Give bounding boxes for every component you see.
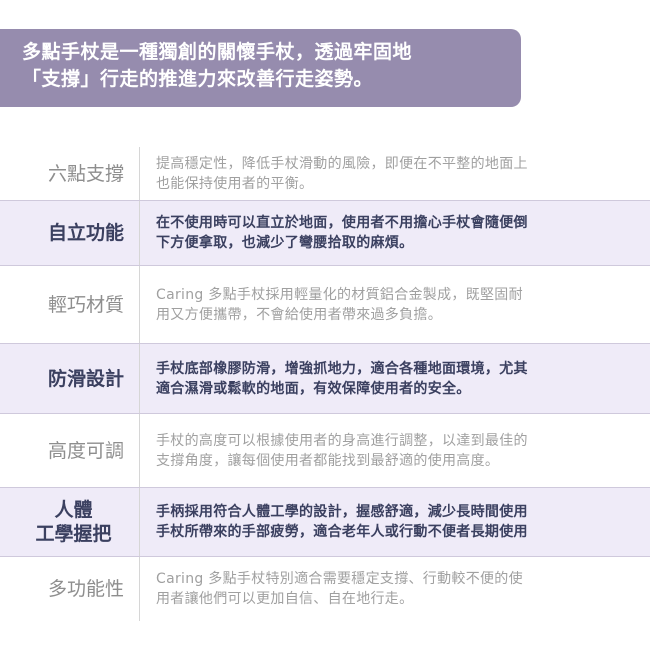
feature-label: 多功能性 bbox=[0, 557, 140, 621]
feature-row-ergonomic-grip: 人體 工學握把 手柄採用符合人體工學的設計，握感舒適，減少長時間使用 手杖所帶來… bbox=[0, 487, 650, 557]
feature-row-lightweight-material: 輕巧材質 Caring 多點手杖採用輕量化的材質鋁合金製成，既堅固耐 用又方便攜… bbox=[0, 266, 650, 343]
feature-description: 手杖的高度可以根據使用者的身高進行調整，以達到最佳的 支撐角度，讓每個使用者都能… bbox=[156, 432, 528, 469]
feature-label: 人體 工學握把 bbox=[0, 488, 140, 556]
feature-row-six-point-support: 六點支撐 提高穩定性，降低手杖滑動的風險，即便在不平整的地面上 也能保持使用者的… bbox=[0, 147, 650, 200]
feature-description: 提高穩定性，降低手杖滑動的風險，即便在不平整的地面上 也能保持使用者的平衡。 bbox=[156, 155, 528, 192]
intro-banner: 多點手杖是一種獨創的關懷手杖，透過牢固地 「支撐」行走的推進力來改善行走姿勢。 bbox=[0, 29, 521, 107]
feature-label: 高度可調 bbox=[0, 414, 140, 487]
feature-label: 自立功能 bbox=[0, 201, 140, 265]
feature-row-self-standing: 自立功能 在不使用時可以直立於地面，使用者不用擔心手杖會隨便倒 下方便拿取，也減… bbox=[0, 200, 650, 266]
feature-label: 防滑設計 bbox=[0, 344, 140, 413]
banner-line-2: 「支撐」行走的推進力來改善行走姿勢。 bbox=[22, 68, 374, 90]
feature-description: Caring 多點手杖特別適合需要穩定支撐、行動較不便的使 用者讓他們可以更加自… bbox=[156, 571, 523, 607]
feature-description: 在不使用時可以直立於地面，使用者不用擔心手杖會隨便倒 下方便拿取，也減少了彎腰拾… bbox=[156, 215, 528, 251]
feature-label: 六點支撐 bbox=[0, 147, 140, 200]
banner-line-1: 多點手杖是一種獨創的關懷手杖，透過牢固地 bbox=[22, 41, 413, 63]
feature-description: 手柄採用符合人體工學的設計，握感舒適，減少長時間使用 手杖所帶來的手部疲勞，適合… bbox=[156, 504, 528, 540]
feature-row-adjustable-height: 高度可調 手杖的高度可以根據使用者的身高進行調整，以達到最佳的 支撐角度，讓每個… bbox=[0, 414, 650, 487]
feature-description: Caring 多點手杖採用輕量化的材質鋁合金製成，既堅固耐 用又方便攜帶，不會給… bbox=[156, 286, 523, 323]
feature-row-multifunctional: 多功能性 Caring 多點手杖特別適合需要穩定支撐、行動較不便的使 用者讓他們… bbox=[0, 557, 650, 621]
feature-label: 輕巧材質 bbox=[0, 266, 140, 343]
feature-row-anti-slip: 防滑設計 手杖底部橡膠防滑，增強抓地力，適合各種地面環境，尤其 適合濕滑或鬆軟的… bbox=[0, 343, 650, 414]
feature-description: 手杖底部橡膠防滑，增強抓地力，適合各種地面環境，尤其 適合濕滑或鬆軟的地面，有效… bbox=[156, 360, 528, 397]
feature-table: 六點支撐 提高穩定性，降低手杖滑動的風險，即便在不平整的地面上 也能保持使用者的… bbox=[0, 147, 650, 621]
